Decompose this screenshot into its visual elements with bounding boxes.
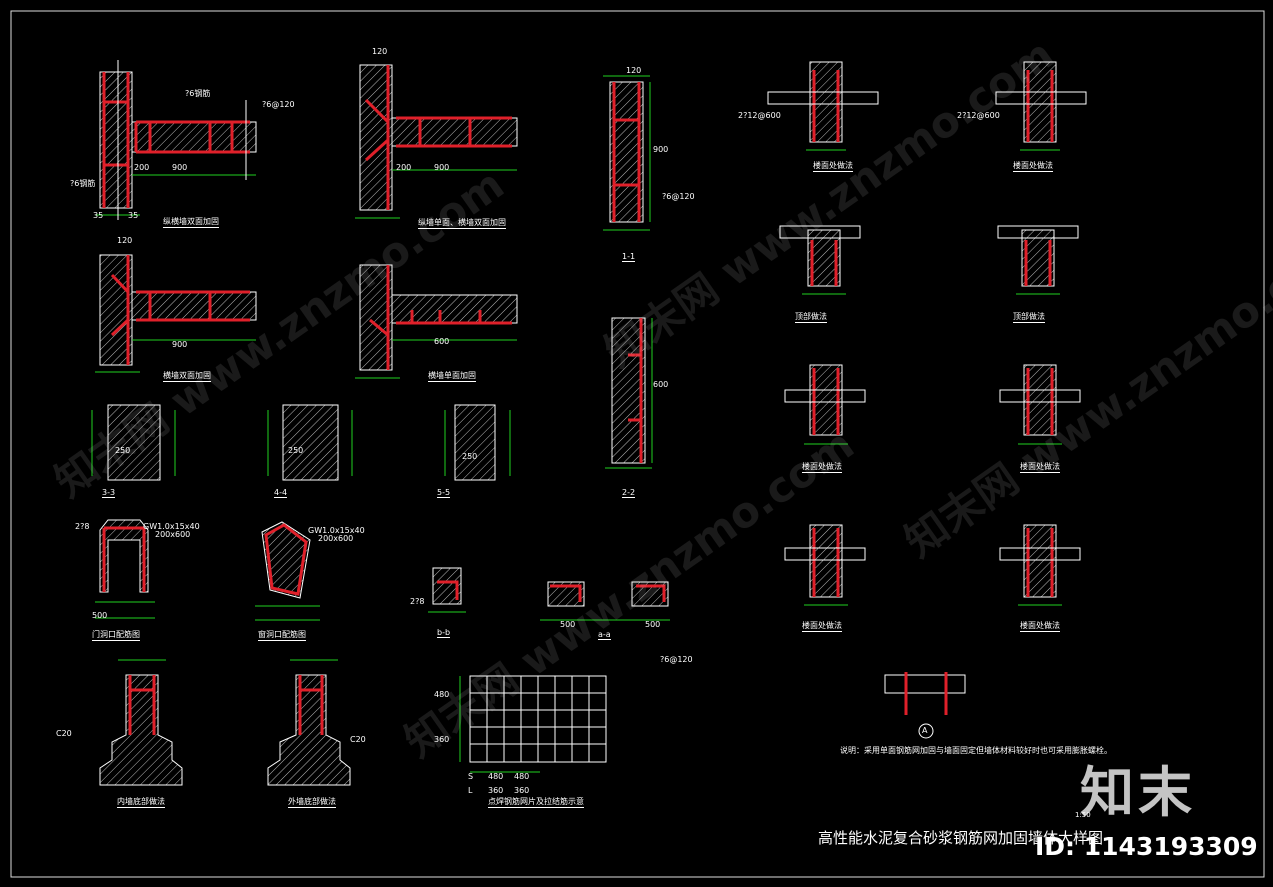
dim-tip2-b: 2?12@600 <box>957 111 1000 120</box>
brand-logo: 知末 <box>1080 760 1196 824</box>
mesh-grid <box>469 675 607 763</box>
detail-hengqiang-single <box>355 264 518 379</box>
dim-360-a: 360 <box>434 735 450 744</box>
dim-l: L <box>468 786 473 795</box>
dim-phi6-c: ?6@120 <box>662 192 695 201</box>
label-r3: 顶部做法 <box>795 312 827 323</box>
label-d9: 5-5 <box>437 488 451 498</box>
dim-250-b: 250 <box>288 446 304 455</box>
detail-zongheng-double <box>95 60 257 220</box>
dim-200-a: 200 <box>134 163 150 172</box>
label-r1: 楼面处做法 <box>813 161 853 172</box>
label-d3: 1-1 <box>622 252 636 262</box>
dim-gw-a: GW1.0x15x40 <box>143 522 200 531</box>
dim-tip1-a: 2?8 <box>75 522 90 531</box>
section-a-a <box>540 581 670 621</box>
dim-480-a: 480 <box>434 690 450 699</box>
dim-900-d: 900 <box>653 145 669 154</box>
dim-35-b: 35 <box>128 211 139 220</box>
drawing-title: 高性能水泥复合砂浆钢筋网加固墙体大样图 <box>818 829 1104 847</box>
label-r6: 楼面处做法 <box>1020 462 1060 473</box>
dim-360-b: 360 <box>488 786 504 795</box>
dim-480-b: 480 <box>488 772 504 781</box>
detail-hengqiang-double <box>95 254 257 373</box>
dim-gw-b: GW1.0x15x40 <box>308 526 365 535</box>
dim-600-b: 600 <box>653 380 669 389</box>
label-d2: 纵墙单面、横墙双面加固 <box>418 218 506 229</box>
scale-mark: 1:50 <box>1075 811 1091 819</box>
label-d15: 外墙底部做法 <box>288 797 336 808</box>
dim-phi6-b: ?6@120 <box>262 100 295 109</box>
dim-500-c: 500 <box>645 620 661 629</box>
section-b-b <box>428 567 466 613</box>
dim-120-b: 120 <box>372 47 388 56</box>
drawing-frame <box>10 10 1265 878</box>
section-4-4 <box>267 404 353 481</box>
dim-c20-b: C20 <box>350 735 366 744</box>
label-d13: a-a <box>598 630 611 640</box>
dim-200-b: 200 <box>396 163 412 172</box>
dim-900-c: 900 <box>172 340 188 349</box>
dim-35-a: 35 <box>93 211 104 220</box>
dim-360-c: 360 <box>514 786 530 795</box>
door-opening-rebar <box>95 519 155 619</box>
label-d16: 点焊钢筋网片及拉结筋示意 <box>488 797 584 808</box>
drawing-note: 说明：采用单面钢筋网加固与墙面固定但墙体材料较好时也可采用膨胀螺栓。 <box>840 746 1112 755</box>
label-d12: b-b <box>437 628 451 638</box>
label-r8: 楼面处做法 <box>1020 621 1060 632</box>
dim-phi6b-a: ?6钢筋 <box>185 89 211 98</box>
label-r7: 楼面处做法 <box>802 621 842 632</box>
label-d5: 横墙单面加固 <box>428 371 476 382</box>
section-3-3 <box>91 404 176 481</box>
label-detail-a: A <box>922 726 928 735</box>
label-d4: 横墙双面加固 <box>163 371 211 382</box>
dim-900-b: 900 <box>434 163 450 172</box>
label-d1: 纵横墙双面加固 <box>163 217 219 228</box>
label-d14: 内墙底部做法 <box>117 797 165 808</box>
section-2-2 <box>605 317 653 469</box>
dim-phi6b-b: ?6钢筋 <box>70 179 96 188</box>
dim-120-a: 120 <box>117 236 133 245</box>
label-r5: 楼面处做法 <box>802 462 842 473</box>
dim-250-c: 250 <box>462 452 478 461</box>
label-r2: 楼面处做法 <box>1013 161 1053 172</box>
dim-phi6-a: ?6@120 <box>660 655 693 664</box>
section-5-5 <box>444 404 511 481</box>
drawing-id: ID: 1143193309 <box>1035 832 1258 861</box>
label-d8: 4-4 <box>274 488 288 498</box>
dim-p600-a: 200x600 <box>155 530 191 539</box>
label-d6: 2-2 <box>622 488 636 498</box>
dim-s: S <box>468 772 474 781</box>
dim-500-a: 500 <box>92 611 108 620</box>
window-opening-rebar <box>255 521 320 621</box>
inner-wall-bottom-detail <box>99 659 183 786</box>
dim-500-b: 500 <box>560 620 576 629</box>
dim-120-c: 120 <box>626 66 642 75</box>
section-1-1 <box>603 75 651 231</box>
dim-600-a: 600 <box>434 337 450 346</box>
label-d11: 窗洞口配筋图 <box>258 630 306 641</box>
dim-tip1-b: 2?8 <box>410 597 425 606</box>
label-d7: 3-3 <box>102 488 116 498</box>
label-r4: 顶部做法 <box>1013 312 1045 323</box>
dim-c20-a: C20 <box>56 729 72 738</box>
detail-zongdan-hengshuang <box>355 64 518 219</box>
label-d10: 门洞口配筋图 <box>92 630 140 641</box>
dim-tip2-a: 2?12@600 <box>738 111 781 120</box>
outer-wall-bottom-detail <box>267 659 351 786</box>
dim-480-c: 480 <box>514 772 530 781</box>
right-floor-details <box>767 61 1087 739</box>
dim-250-a: 250 <box>115 446 131 455</box>
dim-900-a: 900 <box>172 163 188 172</box>
dim-p600-b: 200x600 <box>318 534 354 543</box>
